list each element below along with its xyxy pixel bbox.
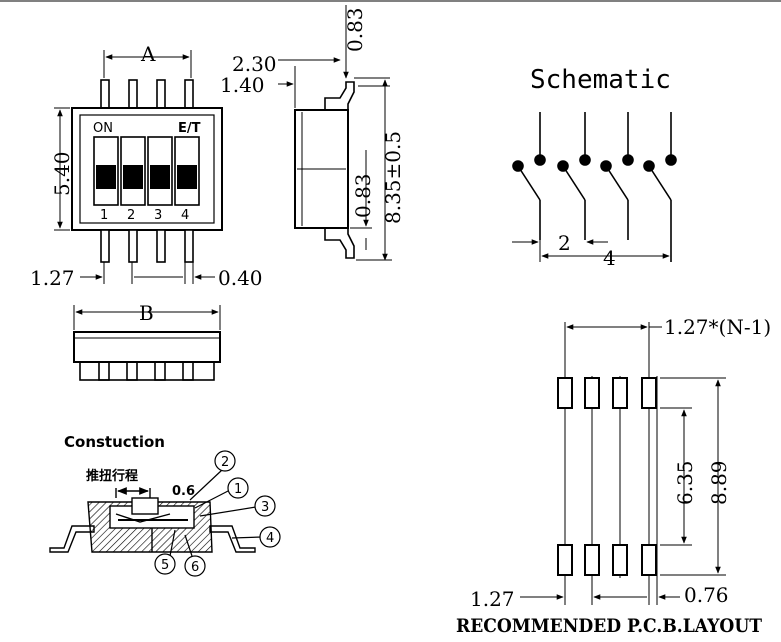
pcb-dim-pad-width-label: 0.76 bbox=[684, 583, 729, 607]
dim-lead-span-label: 2.30 bbox=[232, 52, 277, 76]
side-view bbox=[278, 5, 392, 261]
dim-top-lead-label: 0.83 bbox=[343, 7, 367, 52]
switch-number-3: 3 bbox=[154, 208, 162, 223]
switch-number-2: 2 bbox=[127, 208, 135, 223]
switch-number-1: 1 bbox=[100, 208, 108, 223]
schematic-diagram bbox=[512, 112, 677, 262]
callout-6: 6 bbox=[191, 560, 199, 575]
travel-value: 0.6 bbox=[172, 484, 195, 499]
dim-bottom-lead-label: 0.83 bbox=[351, 173, 375, 218]
front-view bbox=[54, 50, 223, 284]
pcb-dim-pitch-label: 1.27 bbox=[470, 587, 515, 611]
construction-section bbox=[49, 487, 256, 553]
construction-title: Constuction bbox=[64, 433, 165, 451]
schematic-num-b: 4 bbox=[603, 246, 616, 270]
switch-number-4: 4 bbox=[181, 208, 189, 223]
callouts bbox=[154, 450, 281, 577]
dim-pin-width-label: 0.40 bbox=[218, 266, 263, 290]
dim-a-label: A bbox=[140, 42, 156, 66]
callout-1: 1 bbox=[234, 482, 242, 497]
travel-label: 推扭行程 bbox=[86, 468, 138, 484]
pcb-dim-inner-label: 6.35 bbox=[673, 460, 697, 505]
on-label: ON bbox=[93, 121, 113, 136]
dim-height-label: 8.35±0.5 bbox=[381, 131, 405, 224]
brand-label: E/T bbox=[178, 121, 201, 136]
schematic-num-a: 2 bbox=[558, 231, 571, 255]
schematic-title: Schematic bbox=[530, 65, 671, 95]
pcb-layout bbox=[520, 322, 726, 605]
pcb-dim-pitch-n-label: 1.27*(N-1) bbox=[664, 315, 771, 339]
callout-3: 3 bbox=[261, 500, 269, 515]
bottom-view bbox=[73, 305, 221, 381]
callout-2: 2 bbox=[221, 455, 229, 470]
dim-b-label: B bbox=[139, 301, 154, 325]
pcb-title: RECOMMENDED P.C.B.LAYOUT bbox=[456, 615, 762, 637]
dim-pitch-label: 1.27 bbox=[30, 266, 75, 290]
callout-4: 4 bbox=[266, 531, 274, 546]
pcb-dim-outer-label: 8.89 bbox=[707, 460, 731, 505]
dim-width-label: 5.40 bbox=[50, 151, 74, 196]
callout-5: 5 bbox=[161, 558, 169, 573]
dim-lead-length-label: 1.40 bbox=[220, 73, 265, 97]
